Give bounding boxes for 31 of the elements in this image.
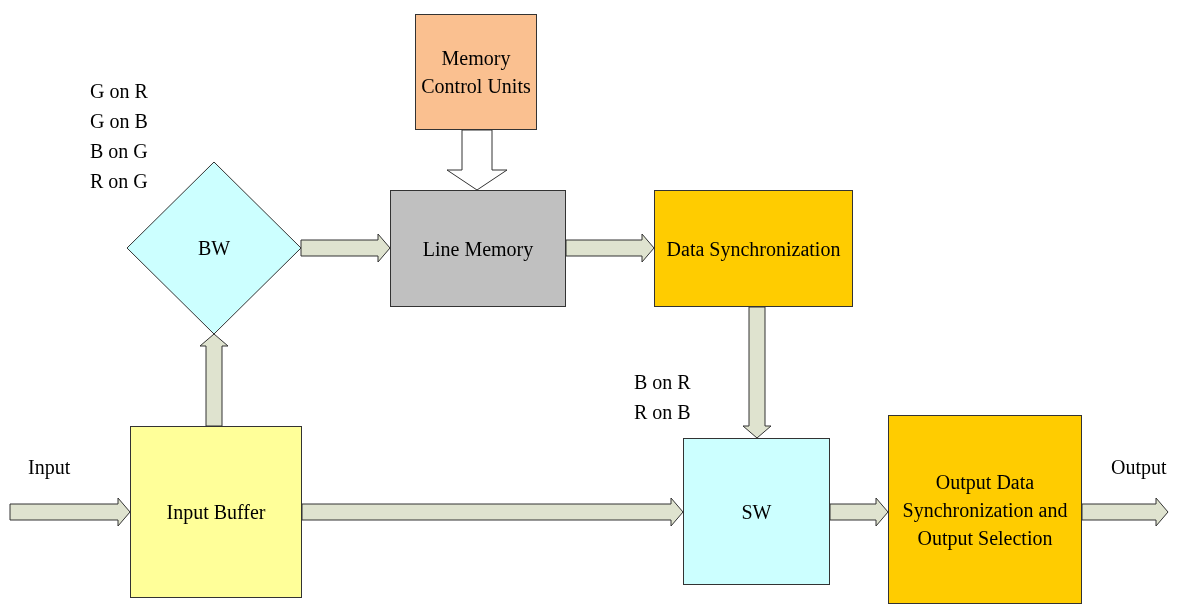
block-arrow — [199, 333, 229, 427]
channel-label: G on R — [90, 79, 148, 104]
box-label: Memory Control Units — [420, 46, 532, 99]
channel-label: R on G — [90, 169, 148, 194]
box-label: Output Data Synchronization and Output Selection — [901, 469, 1069, 552]
block-arrow — [565, 233, 655, 263]
block-arrow — [9, 497, 131, 527]
process-box — [888, 415, 1082, 604]
box-label: Line Memory — [421, 236, 535, 263]
box-label: SW — [740, 499, 773, 525]
block-arrow — [829, 497, 889, 527]
decision-diamond — [127, 162, 301, 334]
block-arrow — [446, 129, 508, 191]
channel-label: R on B — [634, 400, 691, 425]
io-label: Input — [28, 456, 71, 479]
block-arrow — [301, 497, 684, 527]
memory-box — [390, 190, 566, 307]
box-label: BW — [196, 236, 232, 261]
process-box — [654, 190, 853, 307]
buffer-box — [130, 426, 302, 598]
channel-label: G on B — [90, 109, 148, 134]
control-box — [415, 14, 537, 130]
block-arrow — [1081, 497, 1169, 527]
channel-label: B on G — [90, 139, 148, 164]
block-arrow — [742, 306, 772, 439]
channel-label: B on R — [634, 370, 691, 395]
box-label: Data Synchronization — [665, 236, 842, 263]
io-label: Output — [1111, 456, 1167, 479]
block-arrow — [300, 233, 391, 263]
box-label: Input Buffer — [165, 500, 267, 526]
switch-box — [683, 438, 830, 585]
